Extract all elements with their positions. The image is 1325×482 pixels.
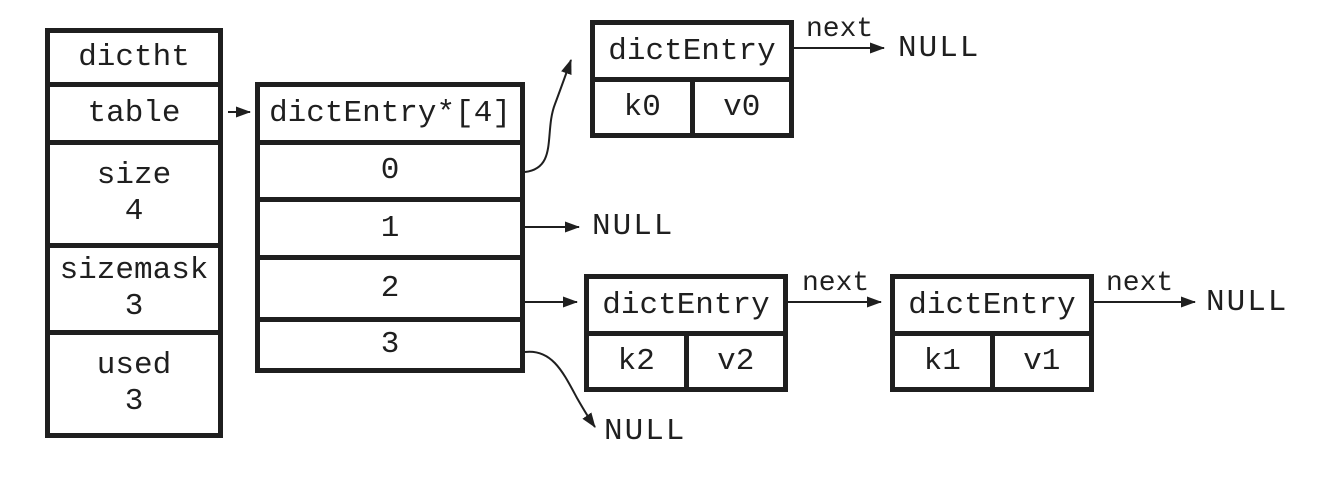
dict-entry-k2-cells: k2 v2 (589, 331, 783, 387)
null-label-entry-k0-next: NULL (898, 31, 981, 66)
field-sizemask-label: sizemask (59, 253, 209, 288)
dictht-field-used: used 3 (50, 330, 218, 433)
dict-entry-k2-title: dictEntry (589, 279, 783, 331)
dict-entry-k1-value: v1 (1023, 344, 1061, 379)
null-label-slot-1: NULL (592, 209, 675, 244)
dictht-box: dictht table size 4 sizemask 3 used 3 (45, 28, 223, 438)
next-pointer-label-entry-k1: next (1106, 268, 1174, 299)
dict-entry-k1-title: dictEntry (895, 279, 1089, 331)
bucket-slot-2: 2 (260, 255, 520, 317)
dict-entry-box-k1: dictEntry k1 v1 (890, 274, 1094, 392)
dict-entry-box-k0: dictEntry k0 v0 (590, 20, 794, 138)
bucket-slot-3: 3 (260, 317, 520, 368)
next-pointer-label-entry-k2: next (802, 268, 870, 299)
dict-entry-k1-key-cell: k1 (895, 336, 995, 387)
dictht-field-size: size 4 (50, 140, 218, 243)
dict-entry-k2-key-cell: k2 (589, 336, 689, 387)
field-sizemask-value: 3 (124, 289, 144, 324)
dictht-field-table: table (50, 82, 218, 140)
dictht-field-sizemask: sizemask 3 (50, 243, 218, 330)
arrow-slot0-to-entry-k0 (524, 59, 572, 173)
field-used-label: used (96, 348, 172, 383)
field-table-label: table (87, 95, 181, 131)
dict-entry-k0-cells: k0 v0 (595, 77, 789, 133)
bucket-slot-1-label: 1 (380, 210, 400, 246)
dict-entry-box-k2: dictEntry k2 v2 (584, 274, 788, 392)
dict-entry-k0-value: v0 (723, 90, 761, 125)
dict-entry-k2-title-label: dictEntry (602, 287, 770, 323)
dict-entry-k1-value-cell: v1 (995, 336, 1090, 387)
bucket-slot-2-label: 2 (380, 270, 400, 306)
dictht-title-label: dictht (78, 39, 190, 75)
null-label-slot-3: NULL (604, 414, 687, 449)
field-size-value: 4 (124, 194, 144, 229)
bucket-array-box: dictEntry*[4] 0 1 2 3 (255, 82, 525, 373)
dictht-title: dictht (50, 33, 218, 82)
dict-entry-k1-key: k1 (923, 344, 961, 379)
null-label-entry-k1-next: NULL (1206, 285, 1289, 320)
field-size-label: size (96, 158, 172, 193)
next-pointer-label-entry-k0: next (806, 14, 874, 45)
dict-entry-k0-value-cell: v0 (695, 82, 790, 133)
dict-entry-k0-key-cell: k0 (595, 82, 695, 133)
bucket-slot-3-label: 3 (380, 327, 400, 362)
dict-entry-k1-title-label: dictEntry (908, 287, 1076, 323)
bucket-array-title-label: dictEntry*[4] (269, 95, 511, 131)
dict-entry-k2-value-cell: v2 (689, 336, 784, 387)
dict-entry-k2-value: v2 (717, 344, 755, 379)
dict-entry-k1-cells: k1 v1 (895, 331, 1089, 387)
dict-entry-k2-key: k2 (617, 344, 655, 379)
bucket-slot-1: 1 (260, 197, 520, 255)
dict-entry-k0-title-label: dictEntry (608, 33, 776, 69)
dict-entry-k0-title: dictEntry (595, 25, 789, 77)
bucket-slot-0: 0 (260, 140, 520, 197)
bucket-slot-0-label: 0 (380, 153, 400, 188)
field-used-value: 3 (124, 384, 144, 419)
bucket-array-title: dictEntry*[4] (260, 87, 520, 140)
dict-entry-k0-key: k0 (623, 90, 661, 125)
